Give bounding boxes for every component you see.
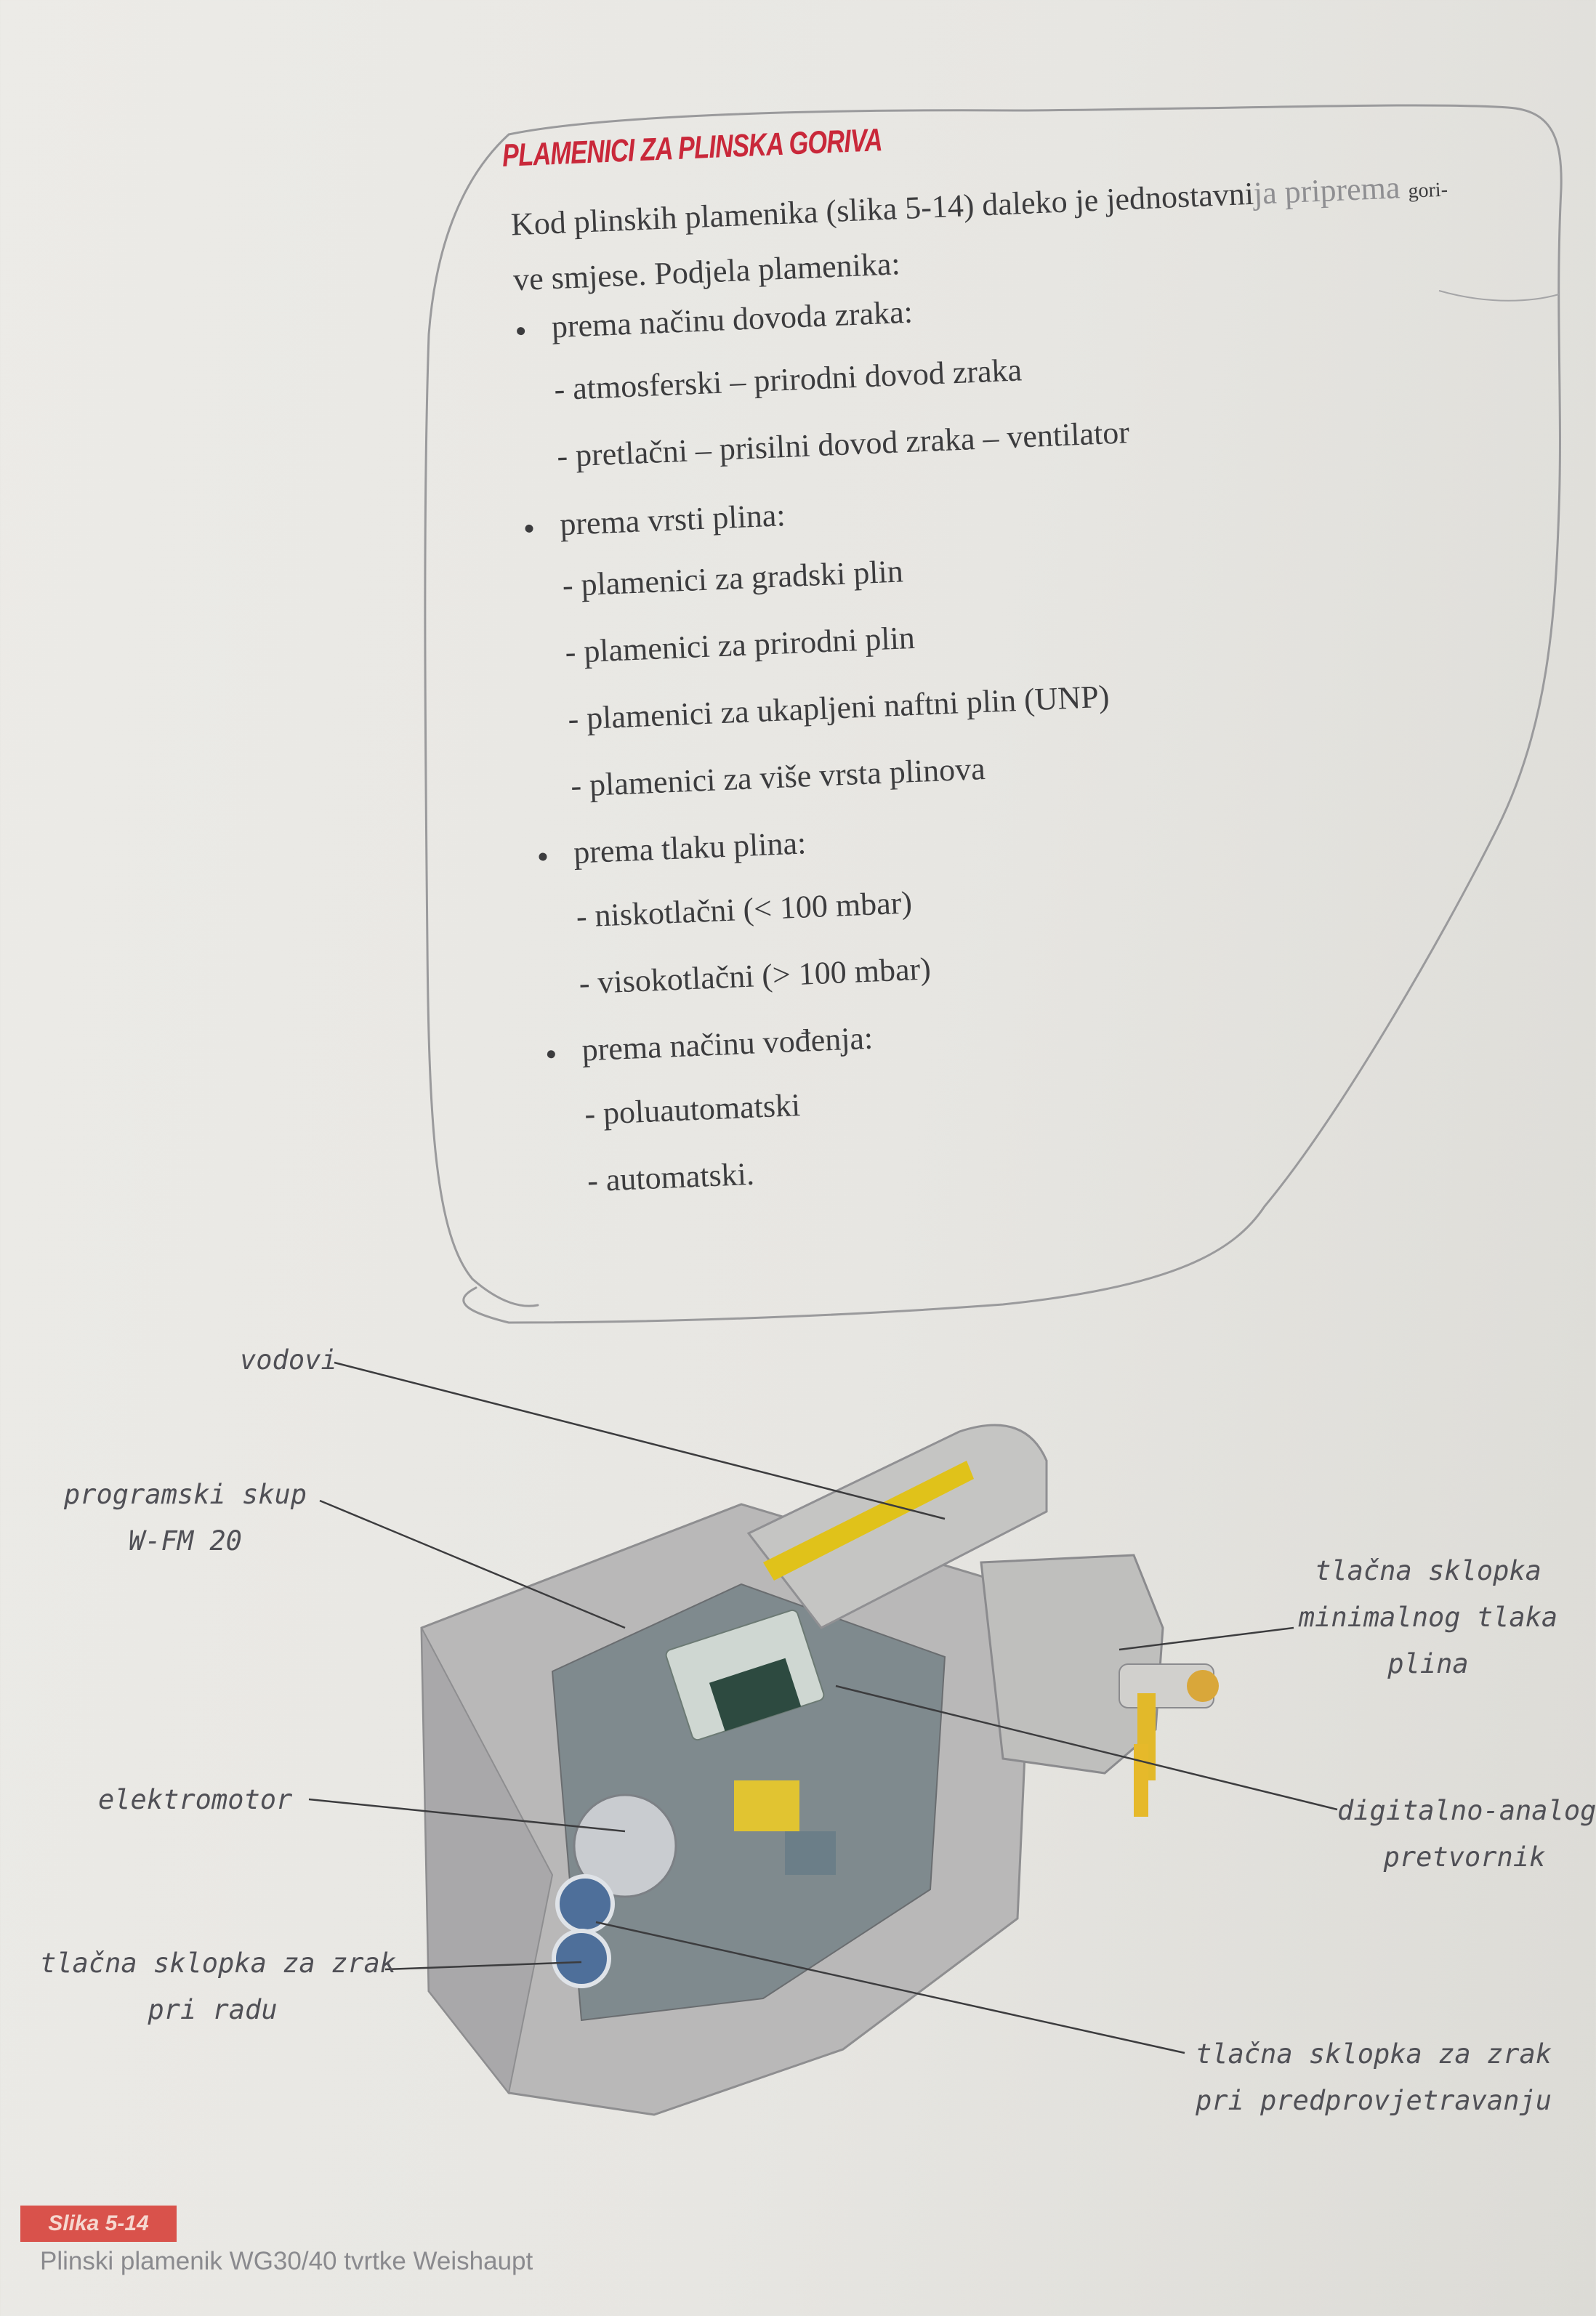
label-line: tlačna sklopka	[1315, 1555, 1541, 1586]
intro-line-2: ve smjese. Podjela plamenika:	[512, 246, 901, 298]
burner-figure: vodovi programski skup W-FM 20 elektromo…	[0, 1323, 1596, 2195]
label-line: digitalno-analogni	[1337, 1795, 1596, 1826]
intro-text: Kod plinskih plamenika (slika 5-14) dale…	[509, 175, 1254, 243]
label-line: plina	[1387, 1648, 1469, 1679]
list-item: - automatski.	[587, 1155, 755, 1199]
figure-number-badge: Slika 5-14	[20, 2206, 177, 2242]
classification-list: prema načinu dovoda zraka: - atmosferski…	[509, 266, 1563, 1203]
label-tlacna-sklopka-zrak-radu: tlačna sklopka za zrak pri radu	[40, 1940, 397, 2033]
label-tlacna-sklopka-min-tlaka: tlačna sklopka minimalnog tlaka plina	[1297, 1548, 1559, 1687]
label-line: minimalnog tlaka	[1298, 1602, 1558, 1633]
list-item: - visokotlačni (> 100 mbar)	[578, 951, 932, 1001]
label-line: programski skup	[63, 1479, 307, 1510]
group-gas-pressure: prema tlaku plina: - niskotlačni (< 100 …	[531, 792, 1555, 1006]
label-tlacna-sklopka-predprovjetravanju: tlačna sklopka za zrak pri predprovjetra…	[1192, 2031, 1555, 2124]
intro-faded-text: ja priprema	[1252, 169, 1401, 211]
figure-caption: Plinski plamenik WG30/40 tvrtke Weishaup…	[40, 2247, 533, 2275]
label-elektromotor: elektromotor	[98, 1784, 293, 1815]
list-item: - pretlačni – prisilni dovod zraka – ven…	[556, 414, 1130, 475]
label-line: W-FM 20	[129, 1525, 242, 1557]
list-item: - plamenici za ukapljeni naftni plin (UN…	[567, 678, 1111, 737]
label-line: pri predprovjetravanju	[1195, 2085, 1552, 2116]
list-item: - plamenici za prirodni plin	[564, 619, 916, 670]
label-digitalno-analogni: digitalno-analogni pretvornik	[1337, 1788, 1596, 1881]
text-section: PLAMENICI ZA PLINSKA GORIVA Kod plinskih…	[501, 93, 1596, 1315]
label-programski-skup: programski skup W-FM 20	[58, 1472, 313, 1565]
section-heading: PLAMENICI ZA PLINSKA GORIVA	[501, 122, 883, 174]
label-line: pri radu	[148, 1994, 278, 2025]
burner-illustration	[308, 1361, 1338, 2116]
group-gas-type: prema vrsti plina: - plamenici za gradsk…	[517, 464, 1546, 808]
label-vodovi: vodovi	[240, 1344, 337, 1376]
group-control: prema načinu vođenja: - poluautomatski -…	[539, 989, 1563, 1203]
label-line: tlačna sklopka za zrak	[40, 1948, 397, 1979]
label-line: pretvornik	[1383, 1841, 1546, 1873]
intro-tail-text: gori-	[1407, 178, 1448, 203]
label-line: tlačna sklopka za zrak	[1195, 2038, 1552, 2070]
list-item: - plamenici za više vrsta plinova	[570, 750, 986, 804]
